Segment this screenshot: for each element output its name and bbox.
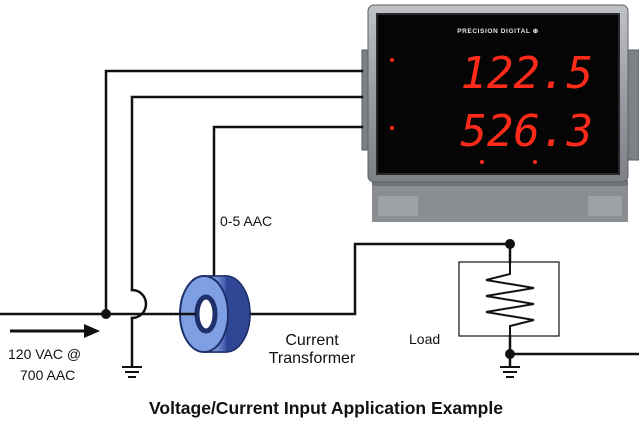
load	[458, 261, 560, 337]
load-label: Load	[409, 331, 440, 347]
wire-main-line-right	[246, 242, 512, 316]
top-display-readout: 122.5	[461, 48, 593, 99]
input-arrow	[10, 324, 100, 338]
current-transformer	[170, 275, 251, 353]
input-label-line2: 700 AAC	[20, 367, 75, 383]
junction-dot-bottom-load	[505, 349, 515, 359]
diagram-caption: Voltage/Current Input Application Exampl…	[149, 398, 503, 418]
ct-output-label: 0-5 AAC	[220, 213, 272, 229]
led-indicator-top	[390, 58, 394, 62]
led-indicator-bottom-left	[480, 160, 484, 164]
ct-aperture	[194, 294, 218, 334]
meter-brand-label: PRECISION DIGITAL ⊕	[457, 28, 539, 35]
ct-label-line1: Current	[285, 332, 339, 349]
housing-tab-left	[378, 196, 418, 216]
junction-dot-top-load	[505, 239, 515, 249]
junction-dot-main	[101, 309, 111, 319]
meter-face	[377, 14, 619, 174]
ground-icon-right	[500, 366, 520, 378]
led-indicator-bottom-right	[533, 160, 537, 164]
input-label-line1: 120 VAC @	[8, 346, 81, 362]
wire-ct-output	[212, 125, 364, 282]
housing-shadow	[372, 180, 628, 186]
led-indicator-bottom	[390, 126, 394, 130]
ground-icon-left	[122, 366, 142, 378]
bottom-display-readout: 526.3	[461, 106, 593, 157]
wiring	[0, 69, 639, 368]
resistor-icon	[485, 262, 535, 336]
face-inner-border	[376, 13, 620, 175]
panel-meter: PRECISION DIGITAL ⊕ 122.5 526.3	[361, 4, 639, 222]
wire-voltage-return	[130, 95, 364, 292]
wire-crossover-hop	[130, 288, 148, 320]
wire-voltage-hot	[104, 69, 364, 316]
ct-label-line2: Transformer	[269, 350, 356, 367]
housing-tab-right	[588, 196, 622, 216]
